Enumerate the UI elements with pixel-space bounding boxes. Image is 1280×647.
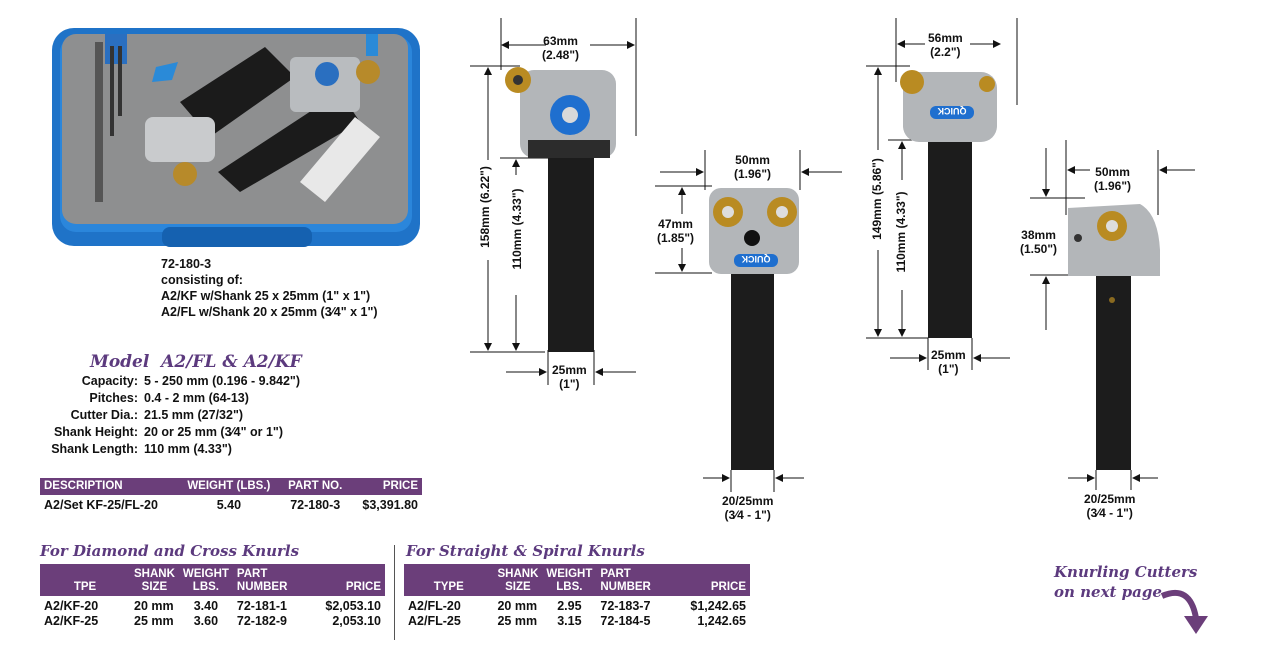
dim-t1-width: 63mm(2.48") [542,34,580,62]
kit-line-2: A2/FL w/Shank 20 x 25mm (3⁄4" x 1") [161,305,378,319]
kit-description: 72-180-3 consisting of: A2/KF w/Shank 25… [161,256,378,320]
dim-t4-shank: 20/25mm(3⁄4 - 1") [1084,492,1136,520]
kit-consisting-label: consisting of: [161,273,243,287]
next-page-arrow [1160,589,1199,619]
set-price-table: DESCRIPTION WEIGHT (LBS.) PART NO. PRICE… [40,478,422,513]
tool-1-drawing [505,67,616,352]
dim-t2-width: 50mm(1.96") [734,153,772,181]
spec-row: Cutter Dia.:21.5 mm (27/32") [70,408,244,422]
kit-line-1: A2/KF w/Shank 25 x 25mm (1" x 1") [161,289,371,303]
straight-title: For Straight & Spiral Knurls [406,542,645,560]
spec-row: Pitches:0.4 - 2 mm (64-13) [89,391,249,405]
dim-t1-shank-length: 110mm (4.33") [510,188,524,270]
dim-t3-width: 56mm(2.2") [928,31,963,59]
diamond-price-table: TPE SHANK SIZE WEIGHT LBS. PART NUMBER P… [40,564,385,629]
dim-t2-head: 47mm(1.85") [657,217,695,245]
tool-3-drawing: QUICK [900,70,997,338]
table-row: A2/FL-25 25 mm 3.15 72-184-5 1,242.65 [408,614,746,628]
spec-row: Capacity:5 - 250 mm (0.196 - 9.842") [81,374,301,388]
diamond-title: For Diamond and Cross Knurls [40,542,300,560]
spec-row: Shank Height:20 or 25 mm (3⁄4" or 1") [53,425,283,439]
dim-t3-height: 149mm (5.86") [870,158,884,240]
next-page-note: Knurling Cutters on next page [1054,563,1198,601]
table-header: DESCRIPTION WEIGHT (LBS.) PART NO. PRICE [40,478,422,495]
dim-t4-head: 38mm(1.50") [1020,228,1058,256]
tool-case-photo [52,28,420,247]
table-row: A2/FL-20 20 mm 2.95 72-183-7 $1,242.65 [408,599,746,613]
model-title: Model A2/FL & A2/KF [90,352,302,372]
tool-2-drawing: QUICK [709,188,799,470]
dim-t4-width: 50mm(1.96") [1094,165,1132,193]
table-row: A2/KF-25 25 mm 3.60 72-182-9 2,053.10 [44,614,381,628]
dim-t1-height: 158mm (6.22") [478,166,492,248]
kit-part-number: 72-180-3 [161,257,212,271]
svg-text:QUICK: QUICK [741,254,771,264]
svg-text:QUICK: QUICK [937,106,967,116]
table-row: A2/KF-20 20 mm 3.40 72-181-1 $2,053.10 [44,599,381,613]
dim-t3-shank: 25mm(1") [931,348,966,376]
spec-row: Shank Length:110 mm (4.33") [51,442,232,456]
table-header: TYPE SHANK SIZE WEIGHT LBS. PART NUMBER … [404,564,750,596]
straight-price-table: TYPE SHANK SIZE WEIGHT LBS. PART NUMBER … [404,564,750,629]
table-header: TPE SHANK SIZE WEIGHT LBS. PART NUMBER P… [40,564,385,596]
dim-t1-shank: 25mm(1") [552,363,587,391]
table-row: A2/Set KF-25/FL-20 5.40 72-180-3 $3,391.… [44,498,418,512]
spec-list: Capacity:5 - 250 mm (0.196 - 9.842") Pit… [6,373,300,458]
tool-4-drawing [1068,204,1160,470]
table-divider [394,545,395,640]
dim-t3-shank-length: 110mm (4.33") [894,191,908,273]
dim-t2-shank: 20/25mm(3⁄4 - 1") [722,494,774,522]
